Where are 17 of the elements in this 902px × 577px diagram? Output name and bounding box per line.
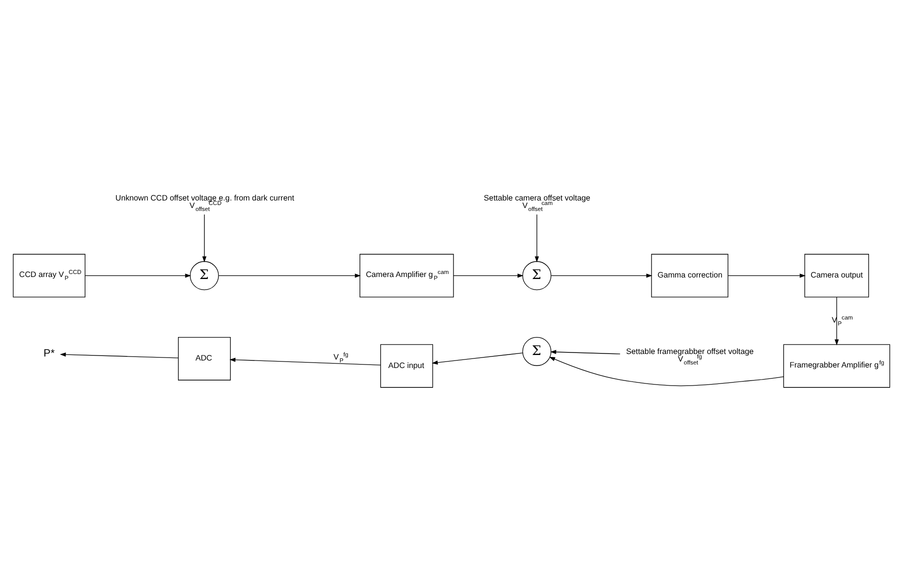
arrow xyxy=(202,214,206,262)
arrow xyxy=(550,273,652,278)
node-text: P* xyxy=(43,347,54,360)
arrow xyxy=(534,214,538,262)
arrow xyxy=(84,273,191,278)
arrow xyxy=(834,296,838,345)
node-circle: Σ xyxy=(522,260,551,290)
node-circle: Σ xyxy=(189,260,218,290)
arrow xyxy=(228,357,380,365)
arrow xyxy=(550,349,620,354)
arrow xyxy=(431,352,522,364)
arrow xyxy=(452,273,523,278)
node-circle: Σ xyxy=(522,336,551,366)
arrow xyxy=(218,273,360,278)
arrow xyxy=(727,273,806,278)
arrow xyxy=(548,356,784,386)
arrow xyxy=(59,352,178,358)
